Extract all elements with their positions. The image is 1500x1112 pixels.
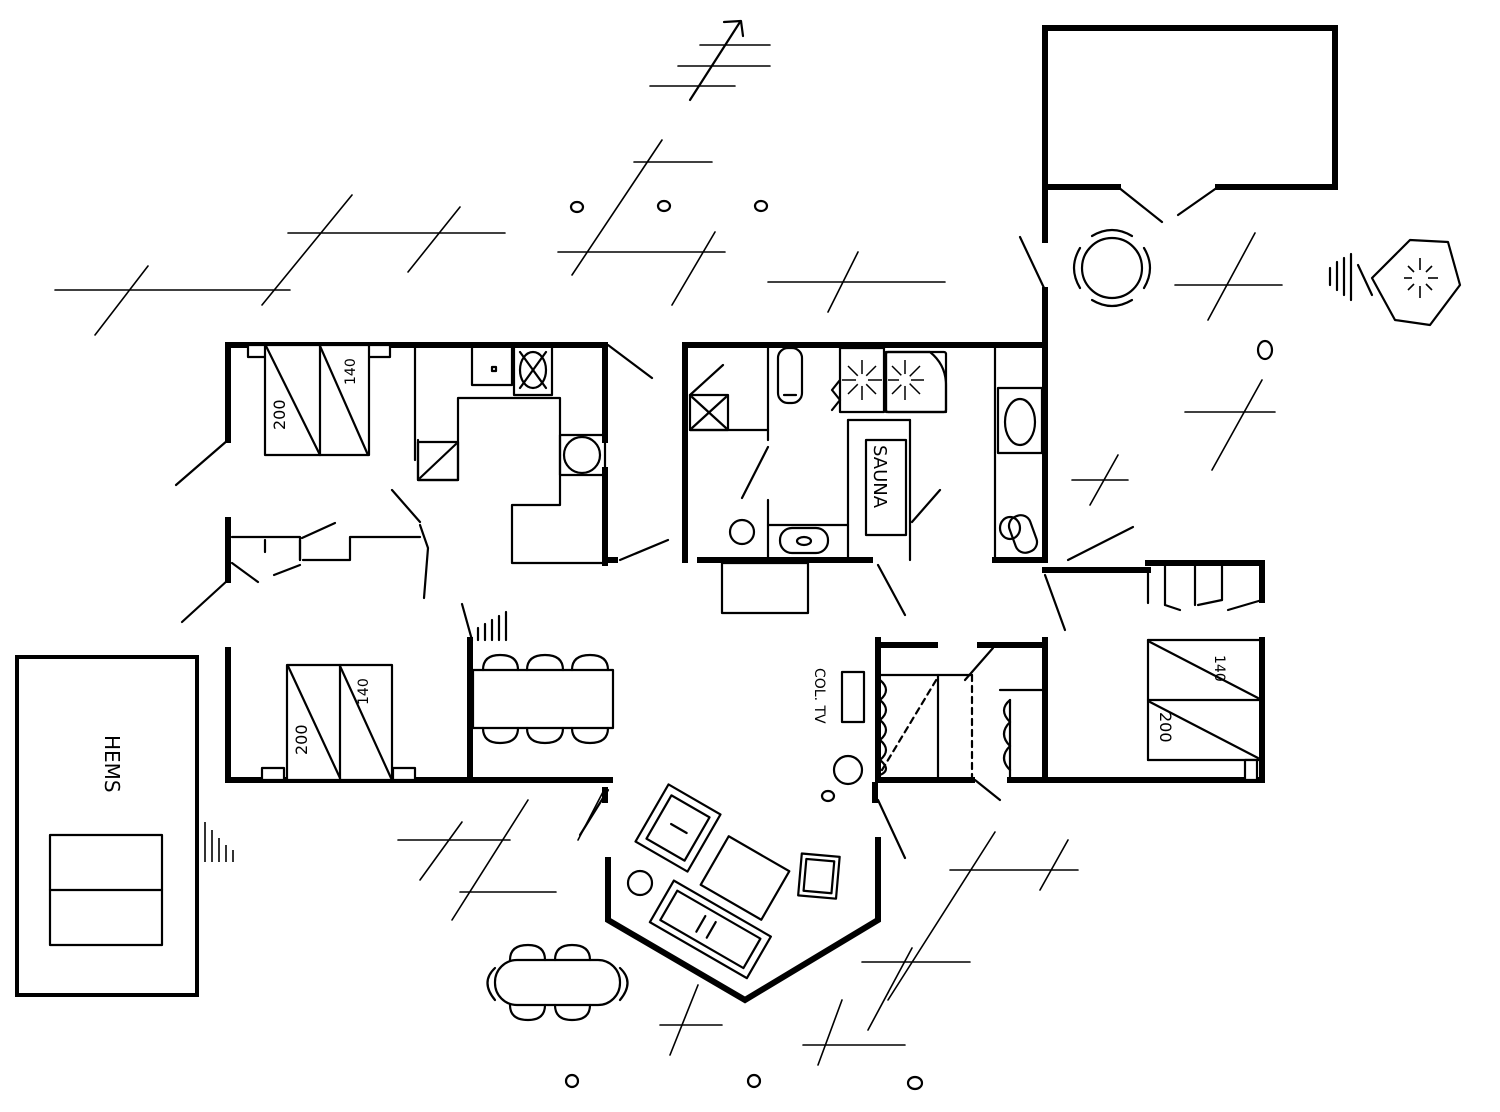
bathroom-1 xyxy=(688,346,830,555)
bed-width-label: 140 xyxy=(356,678,372,705)
bathroom-2 xyxy=(996,386,1044,554)
door-swings xyxy=(174,185,1264,860)
outdoor-table xyxy=(486,943,629,1022)
bedroom-sw: 200 140 xyxy=(260,663,417,782)
stair-marks xyxy=(476,252,1353,642)
sauna-room: SAUNA xyxy=(864,438,908,537)
terrace-hatching xyxy=(54,139,1283,1066)
exterior-walls xyxy=(225,25,1338,1004)
living-room: COL. TV xyxy=(626,668,1012,980)
garden-lights xyxy=(564,199,1274,1091)
bedroom-east: 140 200 xyxy=(1146,561,1264,782)
bedroom-nw: 200 140 xyxy=(246,343,392,457)
hot-tub xyxy=(1356,238,1462,327)
bed-length-label: 200 xyxy=(270,399,289,430)
patio-table xyxy=(1072,228,1152,308)
bed-length-label: 200 xyxy=(1156,712,1175,743)
spa-showers xyxy=(830,346,948,414)
loft: HEMS xyxy=(15,655,234,997)
bed-width-label: 140 xyxy=(343,358,359,385)
loft-label: HEMS xyxy=(100,735,124,793)
sauna-label: SAUNA xyxy=(869,445,890,509)
tv-label: COL. TV xyxy=(811,668,827,724)
north-arrow xyxy=(649,19,771,102)
dining-table xyxy=(471,653,615,745)
bed-length-label: 200 xyxy=(292,724,311,755)
entrance-step xyxy=(720,561,810,615)
bed-width-label: 140 xyxy=(1211,655,1227,682)
kitchen xyxy=(416,343,607,565)
